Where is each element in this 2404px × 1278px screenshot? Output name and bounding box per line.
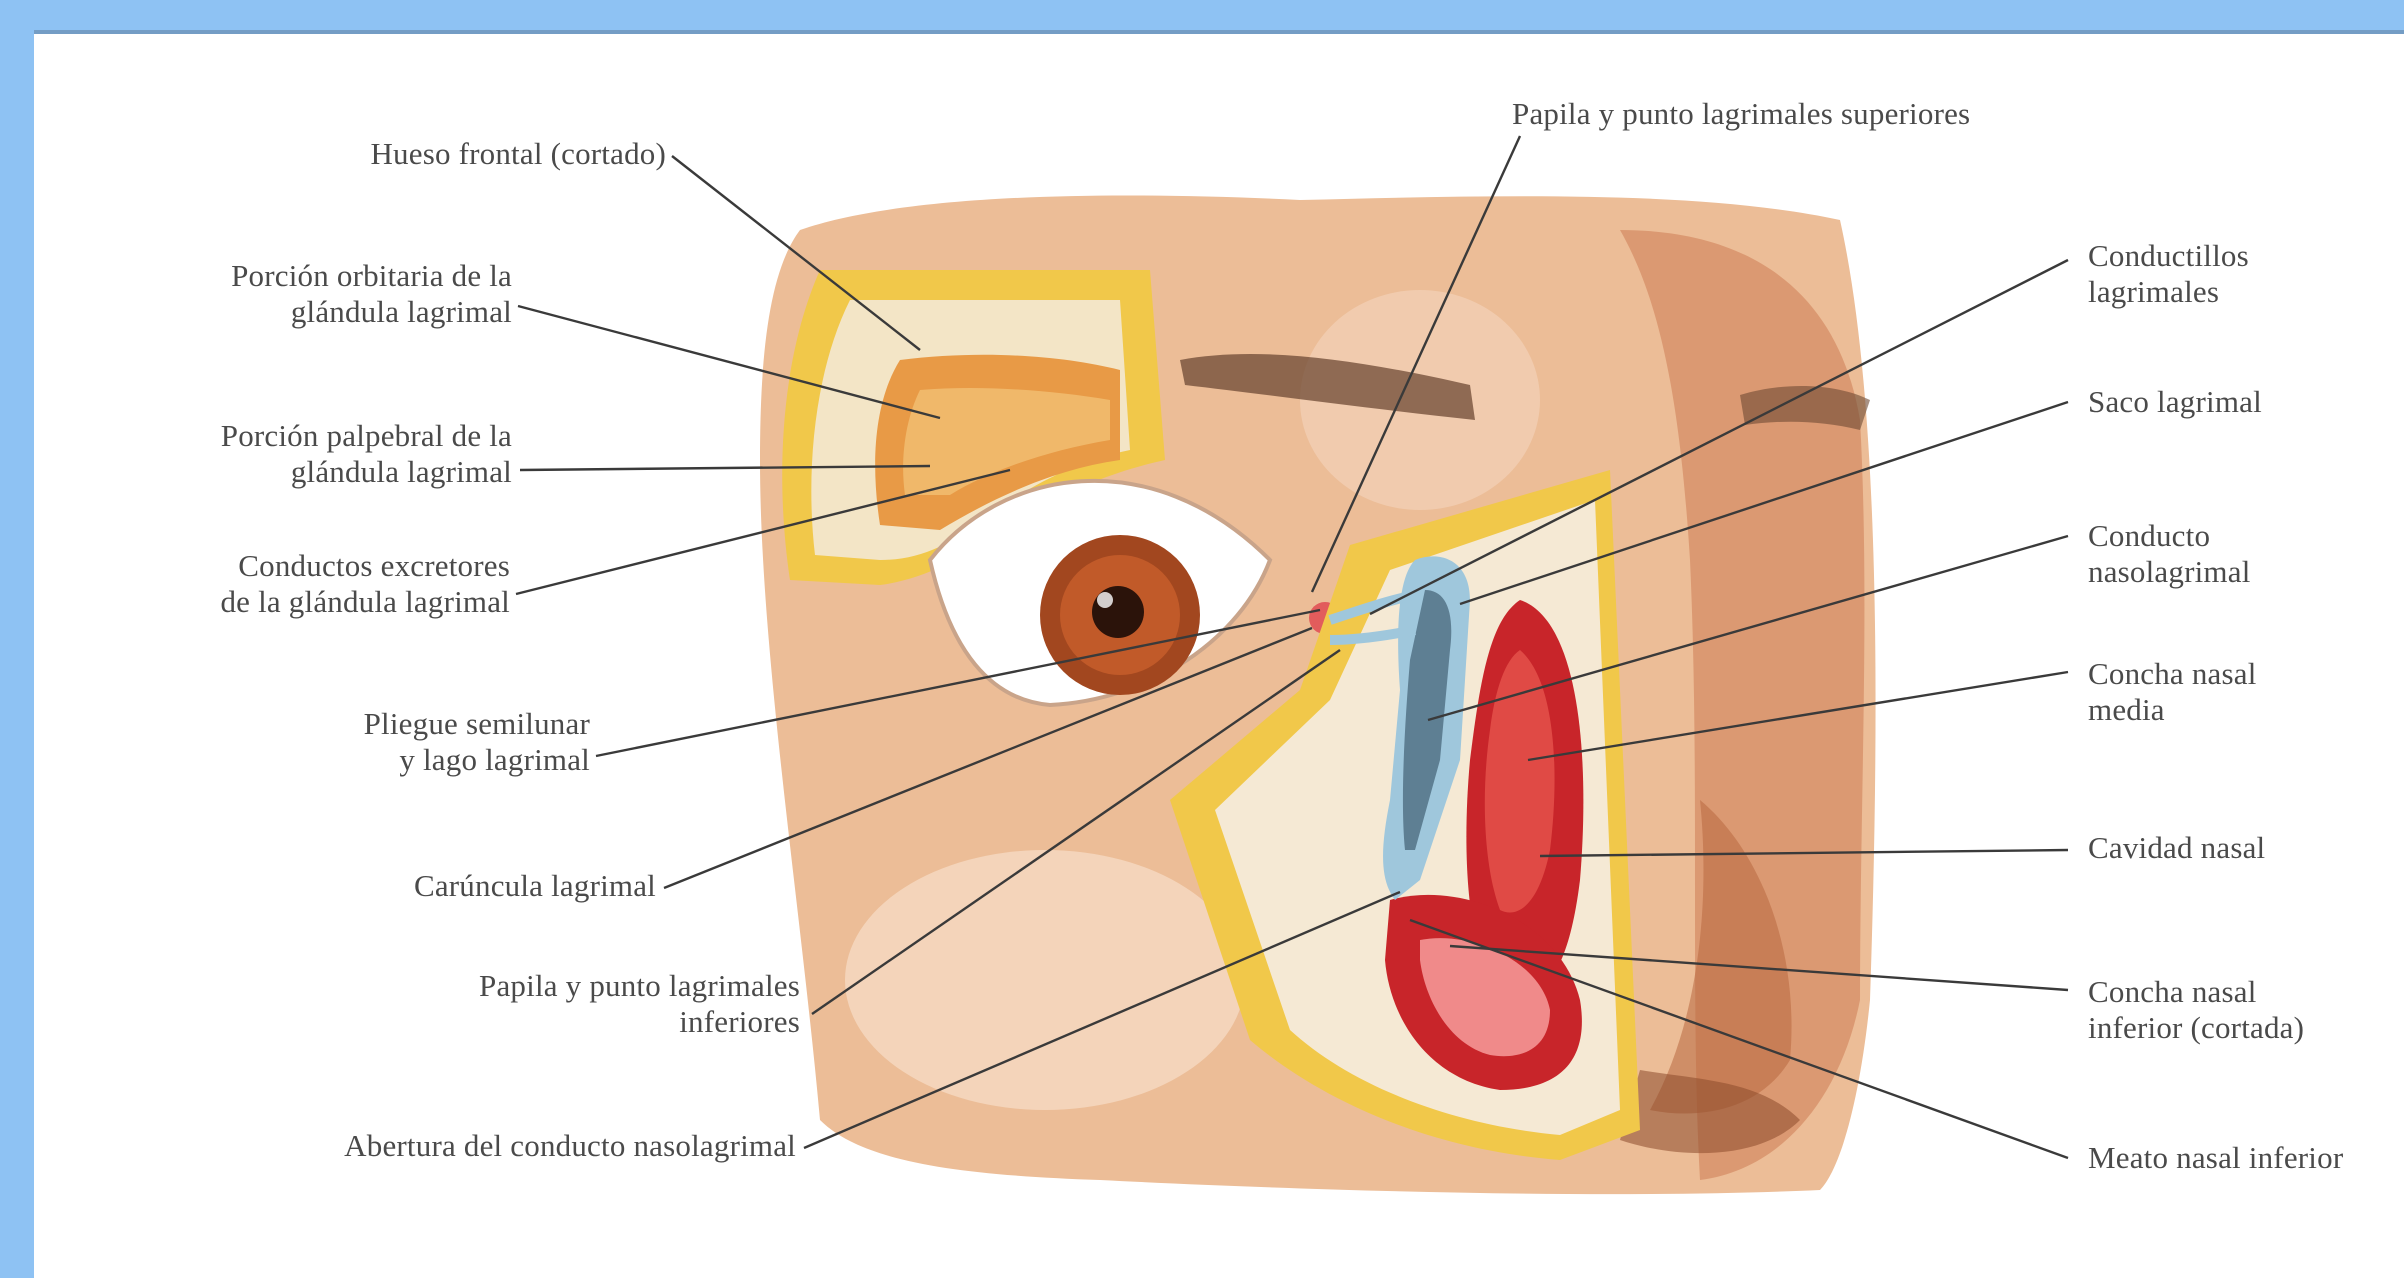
label-abertura: Abertura del conducto nasolagrimal — [120, 1128, 796, 1164]
label-papila-inferiores: Papila y punto lagrimales inferiores — [300, 968, 800, 1040]
label-pliegue-semilunar-line1: Pliegue semilunar — [200, 706, 590, 742]
label-porcion-palpebral-line1: Porción palpebral de la — [80, 418, 512, 454]
label-concha-media-line1: Concha nasal — [2088, 656, 2257, 692]
label-conducto-nasolagrimal: Conducto nasolagrimal — [2088, 518, 2251, 590]
label-pliegue-semilunar: Pliegue semilunar y lago lagrimal — [200, 706, 590, 778]
label-porcion-orbitaria-line2: glándula lagrimal — [80, 294, 512, 330]
label-porcion-palpebral: Porción palpebral de la glándula lagrima… — [80, 418, 512, 490]
label-papila-inferiores-line1: Papila y punto lagrimales — [300, 968, 800, 1004]
label-concha-inferior-line2: inferior (cortada) — [2088, 1010, 2304, 1046]
label-porcion-orbitaria-line1: Porción orbitaria de la — [80, 258, 512, 294]
label-hueso-frontal: Hueso frontal (cortado) — [200, 136, 666, 172]
label-saco: Saco lagrimal — [2088, 384, 2262, 420]
label-caruncula: Carúncula lagrimal — [250, 868, 656, 904]
label-conductos-excretores-line1: Conductos excretores — [80, 548, 510, 584]
label-concha-media-line2: media — [2088, 692, 2257, 728]
label-conducto-nasolagrimal-line1: Conducto — [2088, 518, 2251, 554]
label-conducto-nasolagrimal-line2: nasolagrimal — [2088, 554, 2251, 590]
label-porcion-orbitaria: Porción orbitaria de la glándula lagrima… — [80, 258, 512, 330]
label-conductillos-line1: Conductillos — [2088, 238, 2249, 274]
label-concha-inferior-line1: Concha nasal — [2088, 974, 2304, 1010]
label-concha-media: Concha nasal media — [2088, 656, 2257, 728]
label-pliegue-semilunar-line2: y lago lagrimal — [200, 742, 590, 778]
label-concha-inferior: Concha nasal inferior (cortada) — [2088, 974, 2304, 1046]
label-papila-superiores: Papila y punto lagrimales superiores — [1512, 96, 1970, 132]
label-conductillos: Conductillos lagrimales — [2088, 238, 2249, 310]
label-conductos-excretores: Conductos excretores de la glándula lagr… — [80, 548, 510, 620]
label-conductillos-line2: lagrimales — [2088, 274, 2249, 310]
label-porcion-palpebral-line2: glándula lagrimal — [80, 454, 512, 490]
label-conductos-excretores-line2: de la glándula lagrimal — [80, 584, 510, 620]
label-meato: Meato nasal inferior — [2088, 1140, 2388, 1176]
label-cavidad-nasal: Cavidad nasal — [2088, 830, 2265, 866]
label-papila-inferiores-line2: inferiores — [300, 1004, 800, 1040]
